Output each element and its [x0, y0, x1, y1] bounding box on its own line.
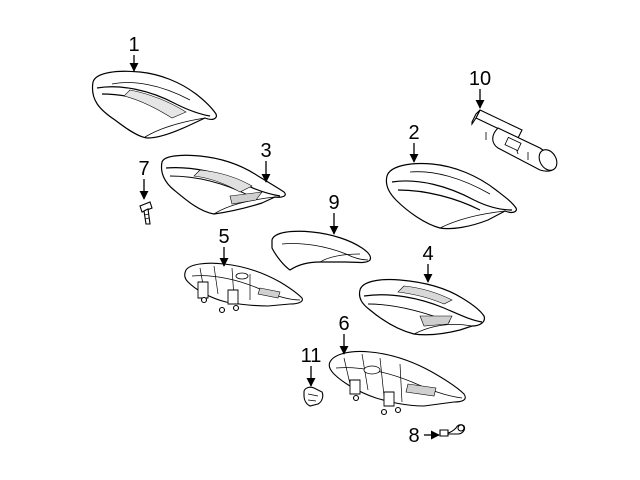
callout-2: 2	[408, 122, 419, 144]
part-1-cushion-cover	[92, 71, 216, 138]
part-10-heater-element	[472, 110, 560, 174]
callout-1: 1	[128, 34, 139, 56]
part-3-cushion-pad	[162, 155, 286, 214]
callout-arrows	[129, 55, 485, 440]
part-6-seat-frame	[329, 351, 465, 414]
callout-9: 9	[328, 192, 339, 214]
callout-10: 10	[469, 68, 491, 90]
callout-7: 7	[138, 158, 149, 180]
part-5-seat-frame	[185, 263, 303, 312]
callout-4: 4	[422, 243, 433, 265]
callout-11: 11	[301, 345, 322, 367]
part-4-cushion-pad	[359, 279, 484, 334]
callout-5: 5	[218, 226, 229, 248]
part-9-pad-insert	[272, 231, 371, 270]
callout-6: 6	[338, 313, 349, 335]
part-11-clip	[304, 387, 323, 406]
callout-8: 8	[408, 425, 419, 447]
callout-labels: 1 2 3 4 5 6 7 8 9 10 11	[128, 34, 491, 447]
part-8-sensor	[440, 425, 465, 436]
part-2-cushion-cover	[386, 164, 516, 229]
part-7-bolt	[140, 202, 152, 224]
callout-3: 3	[260, 140, 271, 162]
